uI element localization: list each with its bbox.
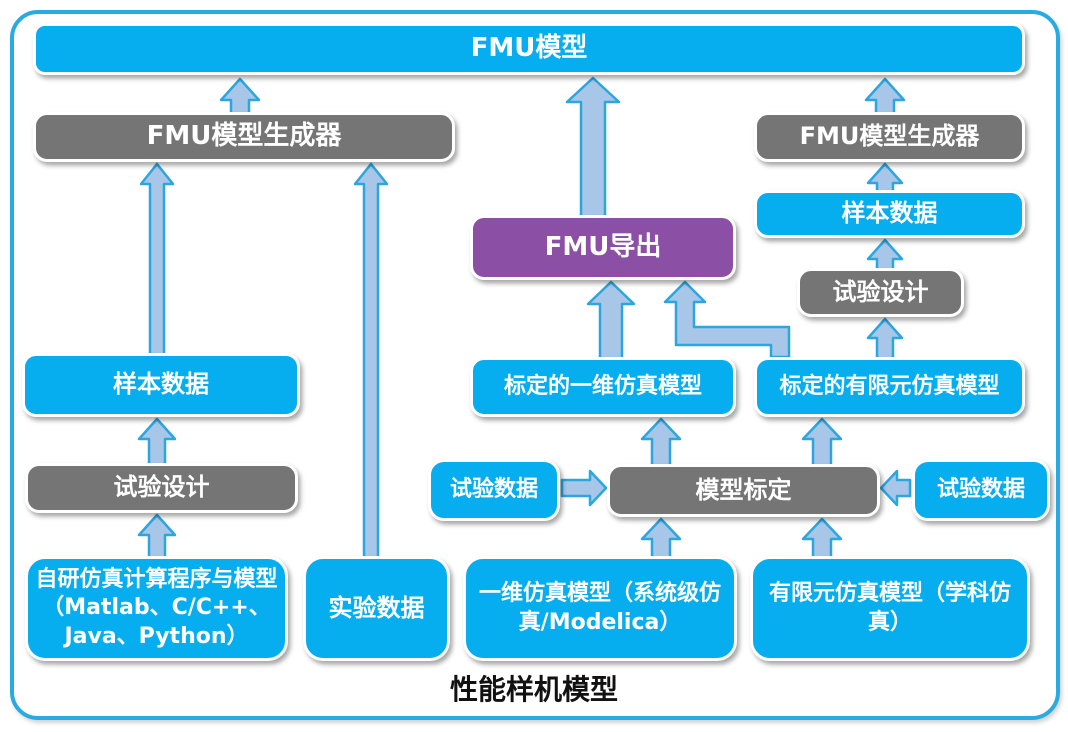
- arrow-femsim-to-calibration: [801, 517, 843, 560]
- arrow-sample-left-to-generator-left: [139, 162, 175, 357]
- node-fmu-generator-left: FMU模型生成器: [33, 112, 455, 162]
- arrow-testdata-right-to-calibration: [879, 469, 912, 507]
- arrow-doe-right-to-sample-right: [866, 238, 904, 272]
- node-doe-left: 试验设计: [25, 463, 298, 513]
- arrow-calibrated-1d-to-fmu-export: [586, 280, 636, 361]
- arrow-calibration-to-calibrated-1d: [640, 417, 682, 468]
- node-fem-sim-model: 有限元仿真模型（学科仿真）: [750, 556, 1030, 661]
- arrow-1dsim-to-calibration: [640, 517, 682, 560]
- node-calibrated-1d-model: 标定的一维仿真模型: [470, 357, 736, 417]
- arrow-selfdev-to-doe-left: [137, 513, 177, 560]
- node-doe-right: 试验设计: [797, 268, 964, 317]
- node-self-developed-program: 自研仿真计算程序与模型（Matlab、C/C++、Java、Python）: [25, 556, 288, 661]
- arrow-calibrated-fem-to-doe-right: [866, 317, 904, 361]
- node-fmu-generator-right: FMU模型生成器: [754, 112, 1025, 162]
- node-fmu-export: FMU导出: [470, 215, 736, 280]
- node-one-d-sim-model: 一维仿真模型（系统级仿真/Modelica）: [463, 556, 737, 661]
- node-sample-data-left: 样本数据: [22, 353, 300, 417]
- node-fmu-model: FMU模型: [33, 23, 1025, 75]
- node-model-calibration: 模型标定: [607, 464, 880, 517]
- arrow-fmu-export-to-fmu-model: [565, 76, 621, 219]
- node-test-data-right: 试验数据: [912, 459, 1050, 521]
- arrow-calibration-to-calibrated-fem: [801, 417, 843, 468]
- arrow-generator-right-to-fmu-model: [864, 77, 906, 116]
- arrow-experiment-data-to-generator-left: [353, 162, 389, 560]
- arrow-testdata-left-to-calibration: [560, 469, 608, 507]
- arrow-generator-left-to-fmu-model: [219, 77, 261, 116]
- node-sample-data-right: 样本数据: [754, 190, 1025, 238]
- diagram-title: 性能样机模型: [449, 673, 618, 706]
- node-calibrated-fem-model: 标定的有限元仿真模型: [754, 357, 1025, 417]
- arrow-doe-left-to-sample-left: [137, 417, 177, 467]
- node-experiment-data: 实验数据: [303, 556, 450, 661]
- node-test-data-left: 试验数据: [428, 459, 560, 521]
- arrow-calibrated-fem-to-fmu-export: [663, 280, 791, 359]
- arrow-sample-right-to-generator-right: [866, 162, 904, 194]
